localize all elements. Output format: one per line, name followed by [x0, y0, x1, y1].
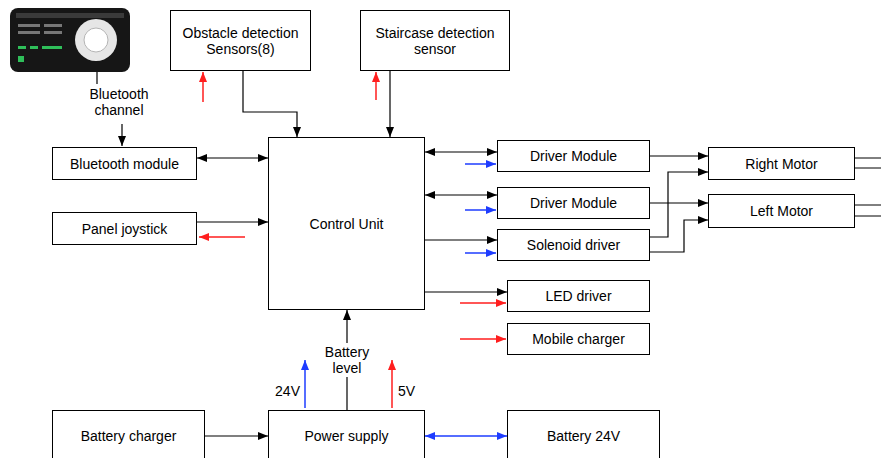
- box-label: Driver Module: [502, 148, 645, 164]
- box-label: Right Motor: [713, 156, 850, 172]
- connector-arrow: [650, 202, 708, 203]
- supply-5v-arrow: [460, 302, 506, 304]
- box-label: Control Unit: [273, 216, 420, 232]
- phone-screen-mark: [18, 56, 24, 62]
- block-box: Left Motor: [708, 194, 855, 228]
- phone-screen-mark: [18, 31, 40, 34]
- box-label: Staircase detection sensor: [365, 25, 505, 57]
- box-label: Bluetooth module: [57, 156, 192, 172]
- block-box: Staircase detection sensor: [360, 10, 510, 71]
- block-box: LED driver: [507, 280, 650, 312]
- connector-arrow: [650, 172, 708, 237]
- motor-shaft: [855, 216, 881, 217]
- supply-24v-arrow: [465, 163, 496, 165]
- block-box: Solenoid driver: [497, 229, 650, 261]
- phone-body: [10, 8, 130, 72]
- block-box: Driver Module: [497, 187, 650, 219]
- connector-arrow: [425, 291, 507, 292]
- connector-arrow: [425, 435, 507, 437]
- supply-24v-arrow: [465, 209, 496, 211]
- phone-screen-mark: [18, 46, 26, 49]
- connector-arrow: [650, 220, 708, 252]
- phone-screen-mark: [44, 31, 62, 34]
- phone-illustration: [10, 8, 130, 72]
- signal-label: 24V: [262, 383, 300, 399]
- supply-5v-arrow: [199, 236, 245, 238]
- connector-arrow: [425, 194, 497, 195]
- box-label: LED driver: [512, 288, 645, 304]
- connector-arrow: [425, 151, 497, 152]
- box-label: Power supply: [273, 428, 420, 444]
- connector-arrow: [425, 239, 497, 240]
- connector-arrow: [205, 435, 268, 436]
- supply-24v-arrow: [465, 252, 496, 254]
- signal-label: Bluetooth channel: [83, 86, 155, 118]
- connector-arrow: [389, 71, 390, 137]
- supply-5v-arrow: [460, 338, 506, 340]
- block-box: Obstacle detection Sensors(8): [170, 10, 311, 71]
- supply-5v-arrow: [375, 72, 377, 100]
- box-label: Driver Module: [502, 195, 645, 211]
- phone-screen-mark: [44, 24, 62, 27]
- box-label: Solenoid driver: [502, 237, 645, 253]
- supply-5v-arrow: [391, 360, 393, 408]
- phone-joystick-knob: [84, 28, 108, 52]
- bluetooth-link-line: [96, 72, 97, 84]
- box-label: Battery charger: [57, 428, 200, 444]
- phone-screen-mark: [18, 24, 40, 27]
- phone-screen-mark: [30, 46, 38, 49]
- signal-label: 5V: [398, 383, 428, 399]
- block-box: Right Motor: [708, 147, 855, 180]
- phone-joystick-ring: [75, 19, 117, 61]
- block-box: Panel joystick: [52, 212, 197, 245]
- block-box: Bluetooth module: [52, 147, 197, 180]
- connector-label: Battery level: [315, 343, 379, 377]
- block-box: Control Unit: [268, 137, 425, 310]
- connector-arrow: [197, 157, 268, 158]
- block-box: Mobile charger: [507, 323, 650, 355]
- block-box: Battery 24V: [507, 410, 660, 458]
- phone-titlebar: [16, 13, 124, 18]
- connector-arrow: [243, 71, 297, 137]
- block-box: Power supply: [268, 410, 425, 458]
- block-box: Driver Module: [497, 140, 650, 172]
- box-label: Obstacle detection Sensors(8): [175, 25, 306, 57]
- connector-arrow: [197, 221, 268, 222]
- phone-screen-mark: [42, 46, 62, 49]
- motor-shaft: [855, 168, 881, 169]
- bluetooth-link-arrow: [121, 124, 122, 146]
- motor-shaft: [855, 205, 881, 206]
- supply-5v-arrow: [202, 72, 204, 102]
- motor-shaft: [855, 158, 881, 159]
- supply-24v-arrow: [304, 360, 306, 408]
- block-box: Battery charger: [52, 410, 205, 458]
- box-label: Panel joystick: [57, 221, 192, 237]
- box-label: Mobile charger: [512, 331, 645, 347]
- connector-arrow: [650, 155, 708, 156]
- box-label: Battery 24V: [512, 428, 655, 444]
- box-label: Left Motor: [713, 203, 850, 219]
